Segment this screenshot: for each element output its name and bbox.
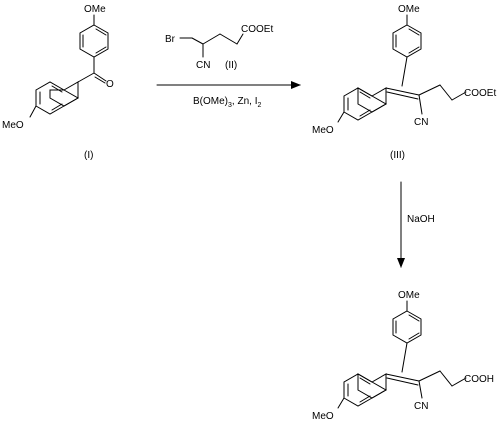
reagent-II-cooet: COOEt (241, 24, 273, 35)
product-ome: OMe (398, 290, 420, 301)
step1-conditions: B(OMe)3, Zn, I2 (193, 96, 261, 109)
product-cn: CN (414, 401, 428, 412)
product-upper-ring (392, 310, 422, 344)
compound-I-carbonyl-o: O (106, 79, 114, 90)
product-meo: MeO (312, 411, 334, 422)
compound-III-ome: OMe (398, 4, 420, 15)
compound-III-left-ring (357, 87, 387, 113)
reagent-II-cn: CN (196, 60, 210, 71)
product: OMe CN COOH MeO (312, 290, 494, 422)
compound-I: OMe O MeO (I) (2, 4, 114, 161)
product-cooh: COOH (464, 374, 494, 385)
compound-I-lower-ring (49, 81, 79, 107)
compound-III-cooet: COOEt (464, 88, 496, 99)
reagent-II: Br CN COOEt (II) (165, 24, 273, 71)
compound-III: OMe CN COOEt MeO (III) (312, 4, 496, 161)
compound-III-upper-ring (392, 24, 422, 58)
compound-I-label: (I) (84, 150, 93, 161)
reagent-II-br: Br (165, 34, 176, 45)
compound-III-label: (III) (390, 150, 405, 161)
compound-I-ome: OMe (84, 4, 106, 15)
step2-reagent: NaOH (407, 214, 435, 225)
compound-I-upper-ring (79, 24, 109, 58)
compound-I-meo: MeO (2, 120, 24, 131)
product-left-ring (357, 373, 387, 399)
compound-III-meo: MeO (312, 125, 334, 136)
reagent-II-label: (II) (225, 60, 237, 71)
compound-III-cn: CN (414, 117, 428, 128)
